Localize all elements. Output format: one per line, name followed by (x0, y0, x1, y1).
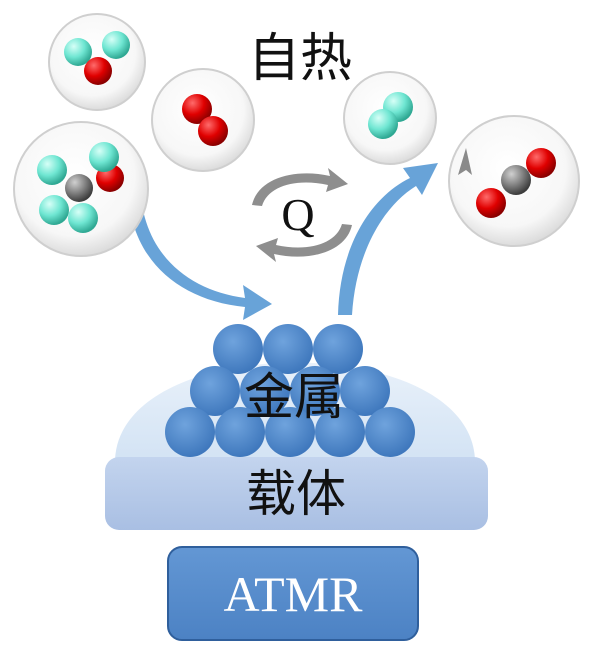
hydrogen-atom (68, 203, 98, 233)
reactor-box: ATMR (167, 546, 419, 641)
hydrogen-atom (39, 195, 69, 225)
catalyst-stack: 金属 载体 (105, 324, 488, 530)
metal-particle (263, 324, 313, 374)
hydrogen-atom (368, 109, 398, 139)
metal-particle (215, 407, 265, 457)
hydrogen-molecule-bubble (343, 71, 437, 165)
small-arrow-icon (458, 148, 472, 175)
reactor-label: ATMR (224, 566, 364, 622)
oxygen-atom (476, 188, 506, 218)
carbon-dioxide-molecule-bubble (448, 115, 580, 247)
flow-arrows (127, 163, 438, 320)
methane-molecule-bubble (13, 121, 149, 257)
metal-particle (213, 324, 263, 374)
metal-particle (340, 366, 390, 416)
metal-particle (313, 324, 363, 374)
heat-cycle: Q (252, 168, 352, 262)
carbon-atom (65, 174, 93, 202)
hydrogen-atom (89, 142, 119, 172)
metal-particle (240, 366, 290, 416)
metal-label: 金属 (244, 368, 344, 426)
hydrogen-atom (64, 38, 92, 66)
oxygen-atom (182, 94, 212, 124)
hydrogen-atom (37, 155, 67, 185)
support-layer (105, 457, 488, 530)
oxygen-atom (198, 116, 228, 146)
heat-cycle-arrow-top (252, 168, 348, 206)
autothermal-label: 自热 (248, 29, 352, 89)
oxygen-atom (84, 57, 112, 85)
metal-particles (165, 324, 415, 457)
metal-particle (190, 366, 240, 416)
carbon-atom (501, 165, 531, 195)
heat-cycle-arrow-bottom (256, 224, 352, 262)
metal-particle (265, 407, 315, 457)
water-molecule-bubble (48, 13, 146, 111)
oxygen-molecule-bubble (151, 68, 255, 172)
metal-particle (315, 407, 365, 457)
metal-particle (165, 407, 215, 457)
support-label: 载体 (246, 465, 346, 523)
heat-label: Q (281, 189, 314, 240)
reactant-arrow (127, 175, 272, 320)
hydrogen-atom (102, 31, 130, 59)
oxygen-atom (526, 148, 556, 178)
metal-particle (365, 407, 415, 457)
metal-particle (290, 366, 340, 416)
product-arrow (338, 163, 438, 315)
